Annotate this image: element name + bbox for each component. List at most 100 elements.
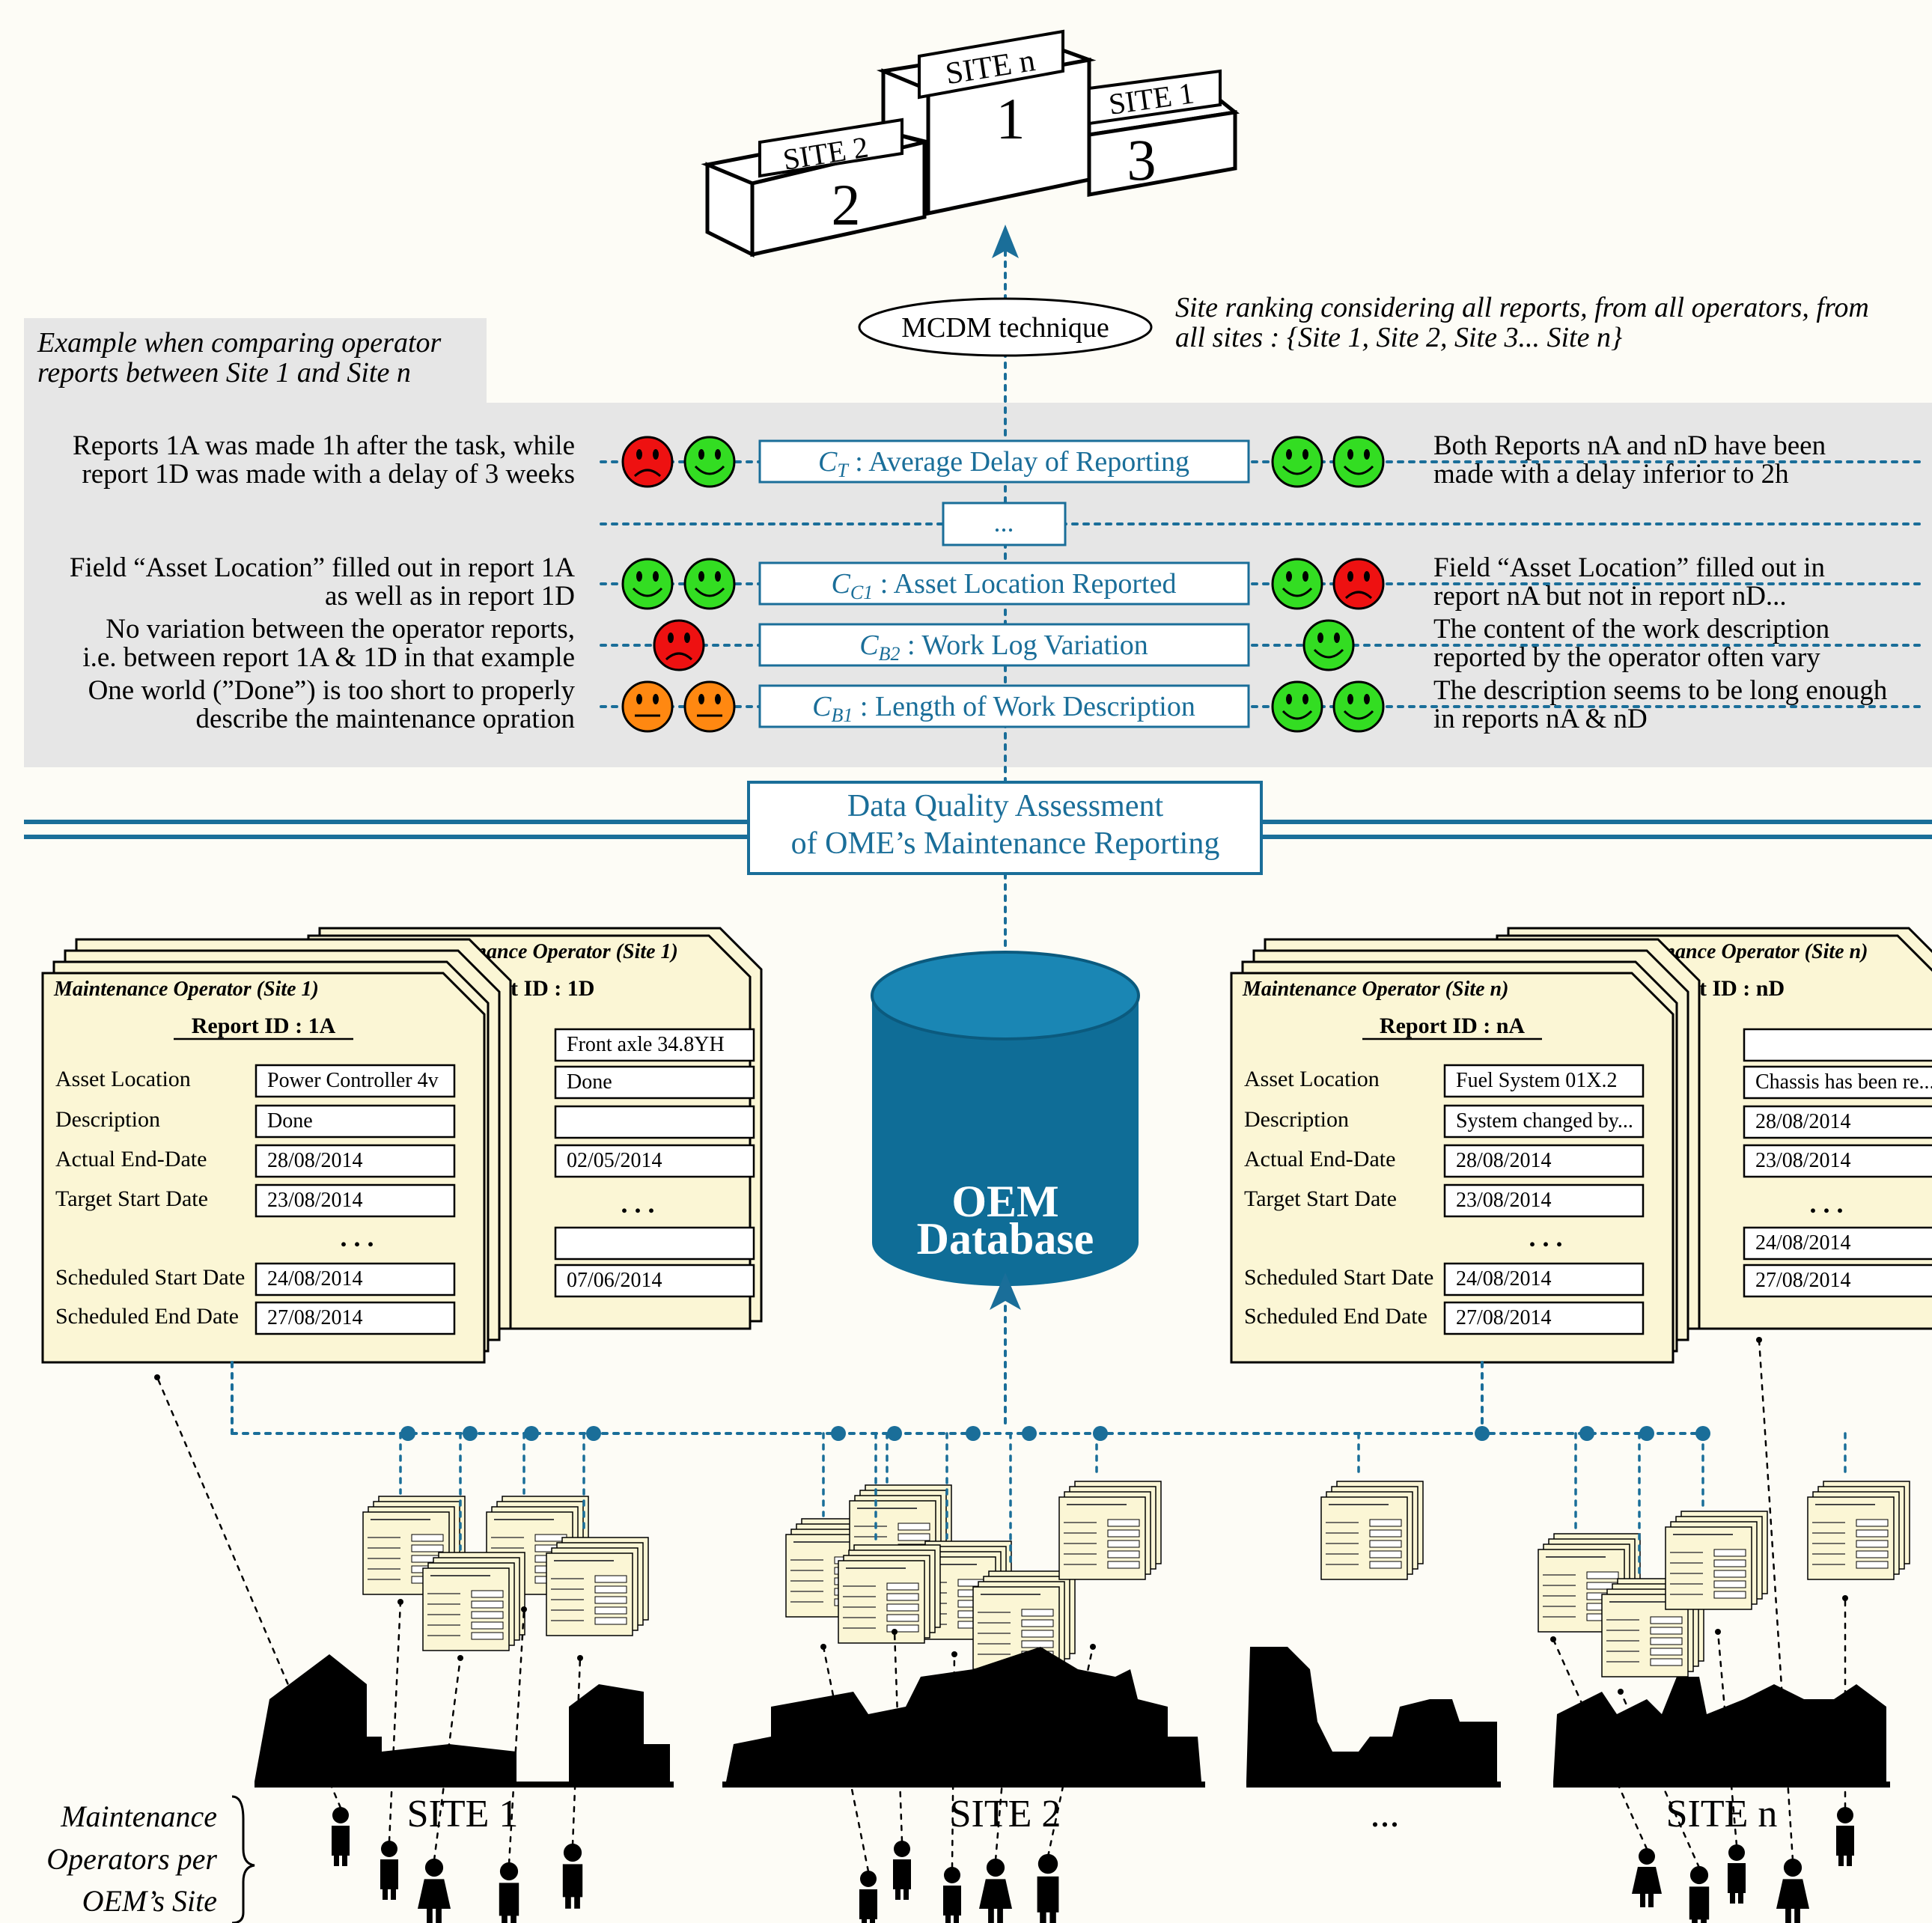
mini-report-field: [1107, 1519, 1140, 1527]
face-eye: [653, 571, 659, 582]
mini-report-field: [1021, 1640, 1054, 1648]
operator-figure-7: [943, 1867, 961, 1923]
mini-report-field: [594, 1596, 627, 1604]
report-field-value: 27/08/2014: [1755, 1269, 1851, 1292]
criterion-symbol: C: [832, 568, 851, 600]
report-field-value: Front axle 34.8YH: [567, 1033, 725, 1056]
face-mouth: [1344, 591, 1373, 600]
face-eye: [715, 449, 721, 460]
example-tab-panel: [24, 318, 487, 404]
operator-body: [1836, 1826, 1854, 1856]
operator-leg: [1794, 1909, 1800, 1923]
face-circle: [653, 619, 705, 671]
example-tab-line2: reports between Site 1 and Site n: [37, 357, 411, 388]
report-front-field: [1443, 1183, 1645, 1218]
face-eye: [653, 449, 659, 460]
report-field-value: 07/06/2014: [567, 1269, 662, 1292]
podium-third-front: [1087, 110, 1237, 197]
left-face: [653, 619, 705, 671]
criterion-left-line1: Field “Asset Location” filled out in rep…: [70, 552, 575, 583]
right-face: [1332, 558, 1385, 610]
operator-body: [979, 1879, 1012, 1909]
operator-leg: [1738, 1890, 1743, 1904]
operator-head: [381, 1841, 397, 1857]
operator-leg: [954, 1913, 959, 1923]
factory-silhouette-0: [255, 1654, 670, 1782]
face-mouth: [1282, 710, 1313, 720]
operator-figure-3: [499, 1862, 519, 1923]
mini-report-field: [594, 1617, 627, 1625]
report-back-field: [1743, 1226, 1932, 1261]
bus-junction: [524, 1426, 539, 1441]
report-back-field: [554, 1028, 755, 1062]
ranking-note-line2: all sites : {Site 1, Site 2, Site 3... S…: [1175, 322, 1622, 353]
right-face: [1271, 436, 1323, 488]
report-front-field: [1443, 1064, 1645, 1098]
right-face: [1332, 680, 1385, 733]
face-eye: [698, 571, 704, 582]
operator-leg: [1049, 1909, 1056, 1923]
criterion-name: : Average Delay of Reporting: [848, 446, 1189, 478]
report-front-field-label: Description: [55, 1107, 160, 1132]
operator-head: [1783, 1858, 1803, 1877]
mini-report-stack-14: [1807, 1481, 1910, 1580]
operator-body: [943, 1886, 961, 1916]
operator-leg: [1640, 1894, 1645, 1907]
mini-report-field: [594, 1606, 627, 1615]
operators-label-line1: Maintenance: [60, 1799, 217, 1833]
face-eye: [636, 571, 642, 582]
face-eye: [698, 449, 704, 460]
mini-report-field: [1713, 1559, 1746, 1567]
mini-report-field: [594, 1575, 627, 1583]
face-circle: [621, 558, 674, 610]
mini-report-stack-13: [1665, 1511, 1768, 1610]
mini-report-field: [594, 1585, 627, 1594]
face-eye: [1317, 633, 1323, 643]
report-front-field-label: Actual End-Date: [1244, 1147, 1395, 1171]
operator-body: [1632, 1867, 1662, 1894]
factory-silhouette-1: [726, 1647, 1201, 1782]
criterion-label-4: CB1 : Length of Work Description: [812, 691, 1195, 726]
operator-report-link: [508, 1608, 525, 1865]
operator-leg: [391, 1886, 396, 1900]
operator-head: [563, 1843, 582, 1862]
face-mouth: [1282, 465, 1313, 475]
criterion-box-0: [758, 439, 1250, 484]
criterion-right-line1: Both Reports nA and nD have been: [1433, 430, 1826, 461]
mini-report-field: [1713, 1591, 1746, 1599]
criterion-left-line2: as well as in report 1D: [325, 581, 575, 612]
operator-report-link: [1758, 1338, 1794, 1862]
report-front-field: [1443, 1301, 1645, 1335]
mini-report-field: [886, 1614, 919, 1622]
operator-head: [424, 1858, 444, 1877]
report-front-field: [1443, 1144, 1645, 1178]
report-front-field: [1443, 1262, 1645, 1296]
plaque-site1: [1088, 69, 1222, 126]
database-label-line2: Database: [917, 1214, 1094, 1264]
operator-figure-4: [562, 1843, 583, 1909]
mini-report-field: [1650, 1627, 1683, 1635]
ranking-note-line1: Site ranking considering all reports, fr…: [1175, 292, 1869, 323]
report-front-operator: Maintenance Operator (Site n): [1242, 978, 1508, 1001]
criterion-left-line1: No variation between the operator report…: [106, 614, 575, 644]
mini-report-field: [471, 1600, 504, 1609]
face-eye: [1347, 694, 1353, 704]
face-eye: [1286, 571, 1292, 582]
operator-report-link: [951, 1653, 956, 1869]
face-eye: [715, 694, 721, 704]
face-eye: [1347, 449, 1353, 460]
operator-report-link: [1046, 1645, 1094, 1858]
face-mouth: [1313, 648, 1344, 659]
report-field-value: 23/08/2014: [1456, 1189, 1552, 1212]
operator-report-link: [994, 1683, 1012, 1862]
operator-head: [499, 1862, 519, 1881]
database-top: [871, 951, 1140, 1040]
operator-leg: [870, 1916, 875, 1923]
mini-report-stack-8: [1058, 1481, 1162, 1580]
criterion-label-3: CB2 : Work Log Variation: [859, 630, 1148, 665]
face-mouth: [1343, 465, 1374, 475]
face-circle: [1332, 436, 1385, 488]
report-back-field: [1743, 1144, 1932, 1178]
